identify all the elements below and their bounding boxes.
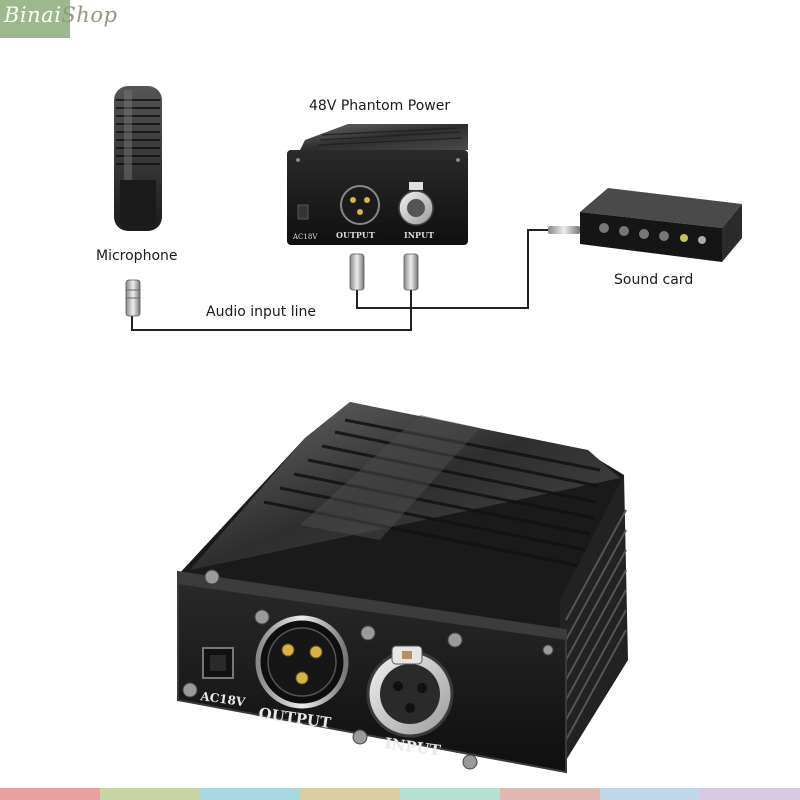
- sound-card-icon: [548, 188, 742, 262]
- soundcard-cable: [356, 229, 548, 309]
- logo-text-part2: Shop: [61, 3, 118, 27]
- mic-cable: [131, 290, 412, 331]
- strip-segment: [600, 788, 700, 800]
- strip-segment: [200, 788, 300, 800]
- xlr-plug-icon: [125, 279, 141, 317]
- strip-segment: [100, 788, 200, 800]
- sound-card-label: Sound card: [614, 272, 694, 288]
- xlr-plugs-output-input: [349, 253, 419, 291]
- audio-line-label: Audio input line: [206, 304, 316, 320]
- strip-segment: [700, 788, 800, 800]
- microphone-icon: [114, 86, 162, 231]
- logo-background: [0, 0, 70, 38]
- phantom-power-unit-small: [287, 124, 468, 245]
- dc-power-jack-icon: [202, 647, 234, 679]
- logo-text: BinaiShop: [4, 3, 117, 27]
- small-unit-output-label: OUTPUT: [336, 230, 375, 240]
- bottom-color-strip: [0, 788, 800, 800]
- xlr-output-connector-icon: [255, 615, 349, 709]
- screws: [182, 569, 554, 770]
- product-ac-label: AC18V: [199, 689, 247, 709]
- small-unit-ac-label: AC18V: [292, 233, 318, 241]
- audio-cables: [131, 229, 548, 331]
- strip-segment: [500, 788, 600, 800]
- small-unit-input-label: INPUT: [404, 230, 434, 240]
- brand-logo: BinaiShop: [0, 0, 128, 38]
- xlr-input-connector-icon: [366, 645, 454, 738]
- microphone-label: Microphone: [96, 248, 178, 264]
- strip-segment: [400, 788, 500, 800]
- strip-segment: [0, 788, 100, 800]
- strip-segment: [300, 788, 400, 800]
- phantom-power-label: 48V Phantom Power: [309, 98, 451, 114]
- phantom-power-unit-large: [177, 402, 628, 774]
- logo-text-part1: Binai: [4, 3, 62, 27]
